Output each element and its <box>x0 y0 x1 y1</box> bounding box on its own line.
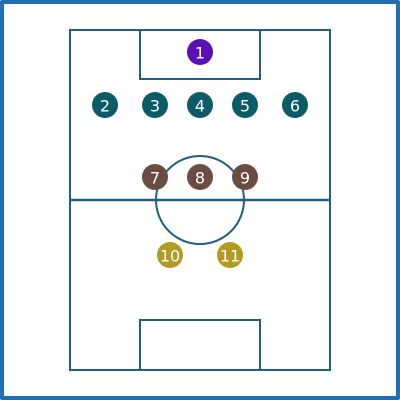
pitch-markings <box>69 29 331 371</box>
top-penalty-box <box>139 29 261 80</box>
player-number: 9 <box>240 169 250 188</box>
player-marker <box>187 39 213 65</box>
center-circle <box>155 155 245 245</box>
player-number: 10 <box>160 247 180 266</box>
player-marker <box>282 92 308 118</box>
player-number: 6 <box>290 97 300 116</box>
player-marker <box>232 164 258 190</box>
player-marker <box>92 92 118 118</box>
player-8: 8 <box>187 164 213 190</box>
player-marker <box>157 242 183 268</box>
player-1: 1 <box>187 39 213 65</box>
player-2: 2 <box>92 92 118 118</box>
player-3: 3 <box>142 92 168 118</box>
player-number: 7 <box>150 169 160 188</box>
player-number: 4 <box>195 97 205 116</box>
player-5: 5 <box>232 92 258 118</box>
player-marker <box>187 164 213 190</box>
bottom-penalty-box <box>139 319 261 371</box>
players-layer: 1 2 3 4 5 6 7 8 9 10 11 <box>92 39 308 268</box>
player-7: 7 <box>142 164 168 190</box>
player-6: 6 <box>282 92 308 118</box>
player-marker <box>187 92 213 118</box>
player-number: 8 <box>195 169 205 188</box>
player-marker <box>142 92 168 118</box>
player-4: 4 <box>187 92 213 118</box>
player-marker <box>142 164 168 190</box>
player-9: 9 <box>232 164 258 190</box>
player-number: 11 <box>220 247 240 266</box>
player-marker <box>217 242 243 268</box>
player-number: 1 <box>195 44 205 63</box>
player-number: 3 <box>150 97 160 116</box>
player-marker <box>232 92 258 118</box>
player-11: 11 <box>217 242 243 268</box>
player-10: 10 <box>157 242 183 268</box>
player-number: 5 <box>240 97 250 116</box>
player-number: 2 <box>100 97 110 116</box>
